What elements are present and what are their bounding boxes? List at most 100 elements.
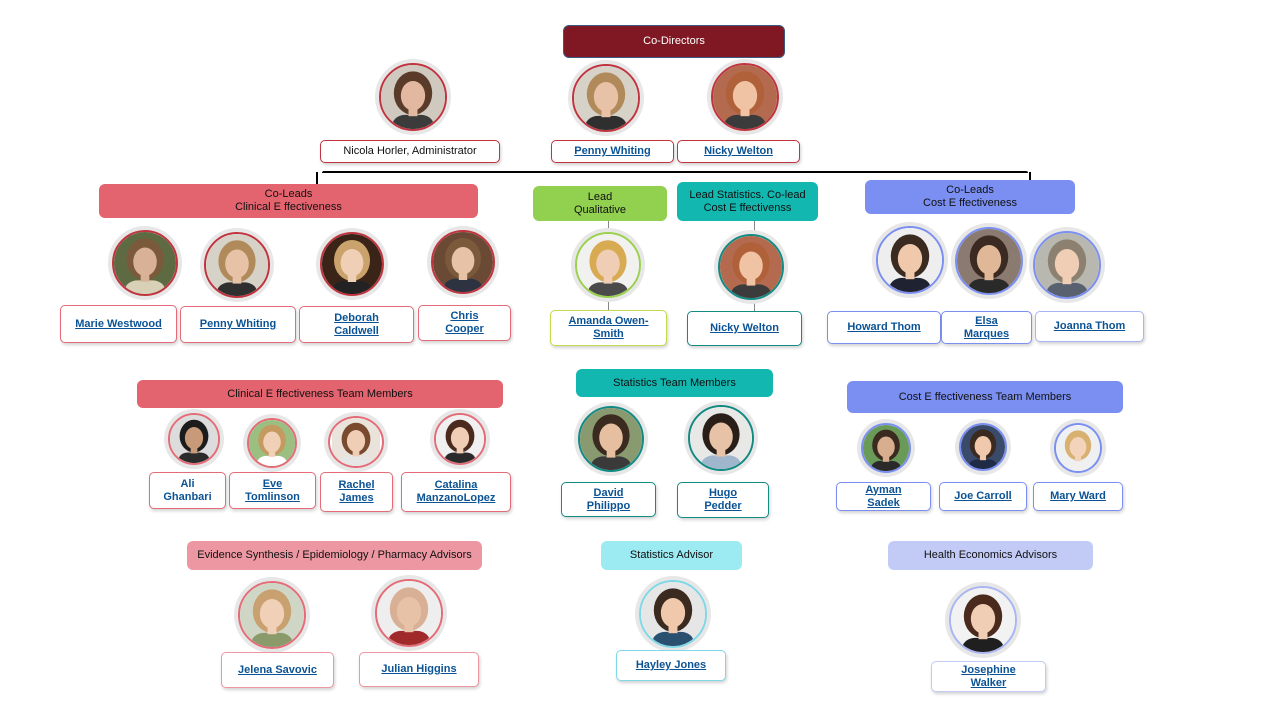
name-amanda-owen-smith[interactable]: Amanda Owen- Smith — [550, 310, 667, 346]
portrait-face — [709, 422, 733, 452]
name-jelena-savovic[interactable]: Jelena Savovic — [221, 652, 334, 688]
connector-line — [608, 296, 609, 310]
portrait-image — [720, 236, 782, 298]
name-joe-carroll[interactable]: Joe Carroll — [939, 482, 1027, 511]
photo-david-philippo — [578, 406, 644, 472]
portrait-shoulders — [443, 278, 483, 292]
name-rachel-james[interactable]: Rachel James — [320, 472, 393, 512]
photo-mary-ward — [1054, 423, 1102, 473]
photo-hugo-pedder — [688, 405, 754, 471]
portrait-shoulders — [968, 278, 1010, 293]
name-mary-ward[interactable]: Mary Ward — [1033, 482, 1123, 511]
photo-ali-ghanbari — [168, 413, 220, 465]
portrait-image — [957, 229, 1021, 293]
connector-line — [608, 221, 609, 233]
portrait-shoulders — [724, 114, 766, 129]
portrait-neck — [458, 269, 468, 280]
portrait-face — [660, 598, 686, 628]
photo-eve-tomlinson — [247, 418, 297, 468]
photo-marie-westwood — [112, 230, 178, 296]
name-penny-whiting-director[interactable]: Penny Whiting — [551, 140, 674, 163]
name-howard-thom[interactable]: Howard Thom — [827, 311, 941, 344]
photo-joanna-thom — [1033, 231, 1101, 299]
photo-josephine-walker — [949, 586, 1017, 654]
portrait-shoulders — [257, 455, 287, 466]
name-david-philippo[interactable]: David Philippo — [561, 482, 656, 517]
name-ayman-sadek[interactable]: Ayman Sadek — [836, 482, 931, 511]
portrait-shoulders — [332, 280, 372, 294]
portrait-shoulders — [968, 459, 998, 469]
name-marie-westwood[interactable]: Marie Westwood — [60, 305, 177, 343]
portrait-face — [1054, 249, 1080, 279]
portrait-image — [1035, 233, 1099, 297]
name-eve-tomlinson[interactable]: Eve Tomlinson — [229, 472, 316, 509]
portrait-shoulders — [652, 631, 694, 646]
name-julian-higgins[interactable]: Julian Higgins — [359, 652, 479, 687]
photo-hayley-jones — [639, 580, 707, 648]
name-elsa-marques[interactable]: Elsa Marques — [941, 311, 1032, 344]
name-penny-whiting-lead[interactable]: Penny Whiting — [180, 306, 296, 343]
portrait-neck — [232, 272, 242, 284]
portrait-shoulders — [217, 282, 257, 296]
photo-catalina-manzanolopez — [434, 413, 486, 465]
photo-jelena-savovic — [238, 581, 306, 649]
portrait-shoulders — [588, 282, 628, 296]
portrait-neck — [456, 444, 464, 454]
evidence-advisors-header: Evidence Synthesis / Epidemiology / Phar… — [187, 541, 482, 570]
portrait-image — [240, 583, 304, 647]
cost-team-header: Cost E ffectiveness Team Members — [847, 381, 1123, 413]
photo-nicky-welton-lead — [718, 234, 784, 300]
qualitative-lead-header: Lead Qualitative — [533, 186, 667, 221]
portrait-image — [580, 408, 642, 470]
name-josephine-walker[interactable]: Josephine Walker — [931, 661, 1046, 692]
photo-joe-carroll — [959, 423, 1007, 471]
cost-leads-header: Co-Leads Cost E ffectiveness — [865, 180, 1075, 214]
co-directors-header: Co-Directors — [563, 25, 785, 58]
portrait-shoulders — [871, 460, 901, 471]
portrait-neck — [716, 445, 726, 457]
portrait-image — [381, 65, 445, 129]
name-chris-cooper[interactable]: Chris Cooper — [418, 305, 511, 341]
portrait-image — [878, 228, 942, 292]
name-hayley-jones[interactable]: Hayley Jones — [616, 650, 726, 681]
portrait-image — [114, 232, 176, 294]
name-deborah-caldwell[interactable]: Deborah Caldwell — [299, 306, 414, 343]
name-nicky-welton-lead[interactable]: Nicky Welton — [687, 311, 802, 346]
name-joanna-thom[interactable]: Joanna Thom — [1035, 311, 1144, 342]
portrait-shoulders — [392, 114, 434, 129]
portrait-face — [396, 597, 422, 627]
portrait-image — [206, 234, 268, 296]
portrait-shoulders — [731, 284, 771, 298]
photo-chris-cooper — [431, 230, 495, 294]
portrait-image — [577, 234, 639, 296]
stats-advisor-header: Statistics Advisor — [601, 541, 742, 570]
portrait-image — [961, 425, 1005, 469]
portrait-image — [713, 65, 777, 129]
portrait-face — [976, 245, 1002, 275]
portrait-image — [863, 425, 909, 471]
portrait-neck — [352, 447, 360, 457]
photo-penny-whiting — [572, 64, 640, 132]
portrait-neck — [190, 444, 198, 454]
name-catalina-manzanolopez[interactable]: Catalina ManzanoLopez — [401, 472, 511, 512]
photo-deborah-caldwell — [320, 232, 384, 296]
co-directors-label: Co-Directors — [643, 35, 705, 47]
portrait-face — [184, 427, 204, 450]
connector-line — [754, 221, 755, 233]
portrait-shoulders — [178, 452, 210, 463]
portrait-shoulders — [251, 632, 293, 647]
clinical-team-header: Clinical E ffectiveness Team Members — [137, 380, 503, 408]
portrait-neck — [1074, 453, 1082, 462]
name-nicky-welton-director[interactable]: Nicky Welton — [677, 140, 800, 163]
portrait-image — [641, 582, 705, 646]
connector-line — [1029, 172, 1031, 182]
name-hugo-pedder[interactable]: Hugo Pedder — [677, 482, 769, 518]
portrait-face — [970, 604, 996, 634]
name-ali-ghanbari: Ali Ghanbari — [149, 472, 226, 509]
photo-nicky-welton — [711, 63, 779, 131]
portrait-shoulders — [1063, 460, 1093, 471]
portrait-face — [596, 249, 620, 279]
name-nicola-horler: Nicola Horler, Administrator — [320, 140, 500, 163]
portrait-face — [259, 599, 285, 629]
portrait-image — [249, 420, 295, 466]
